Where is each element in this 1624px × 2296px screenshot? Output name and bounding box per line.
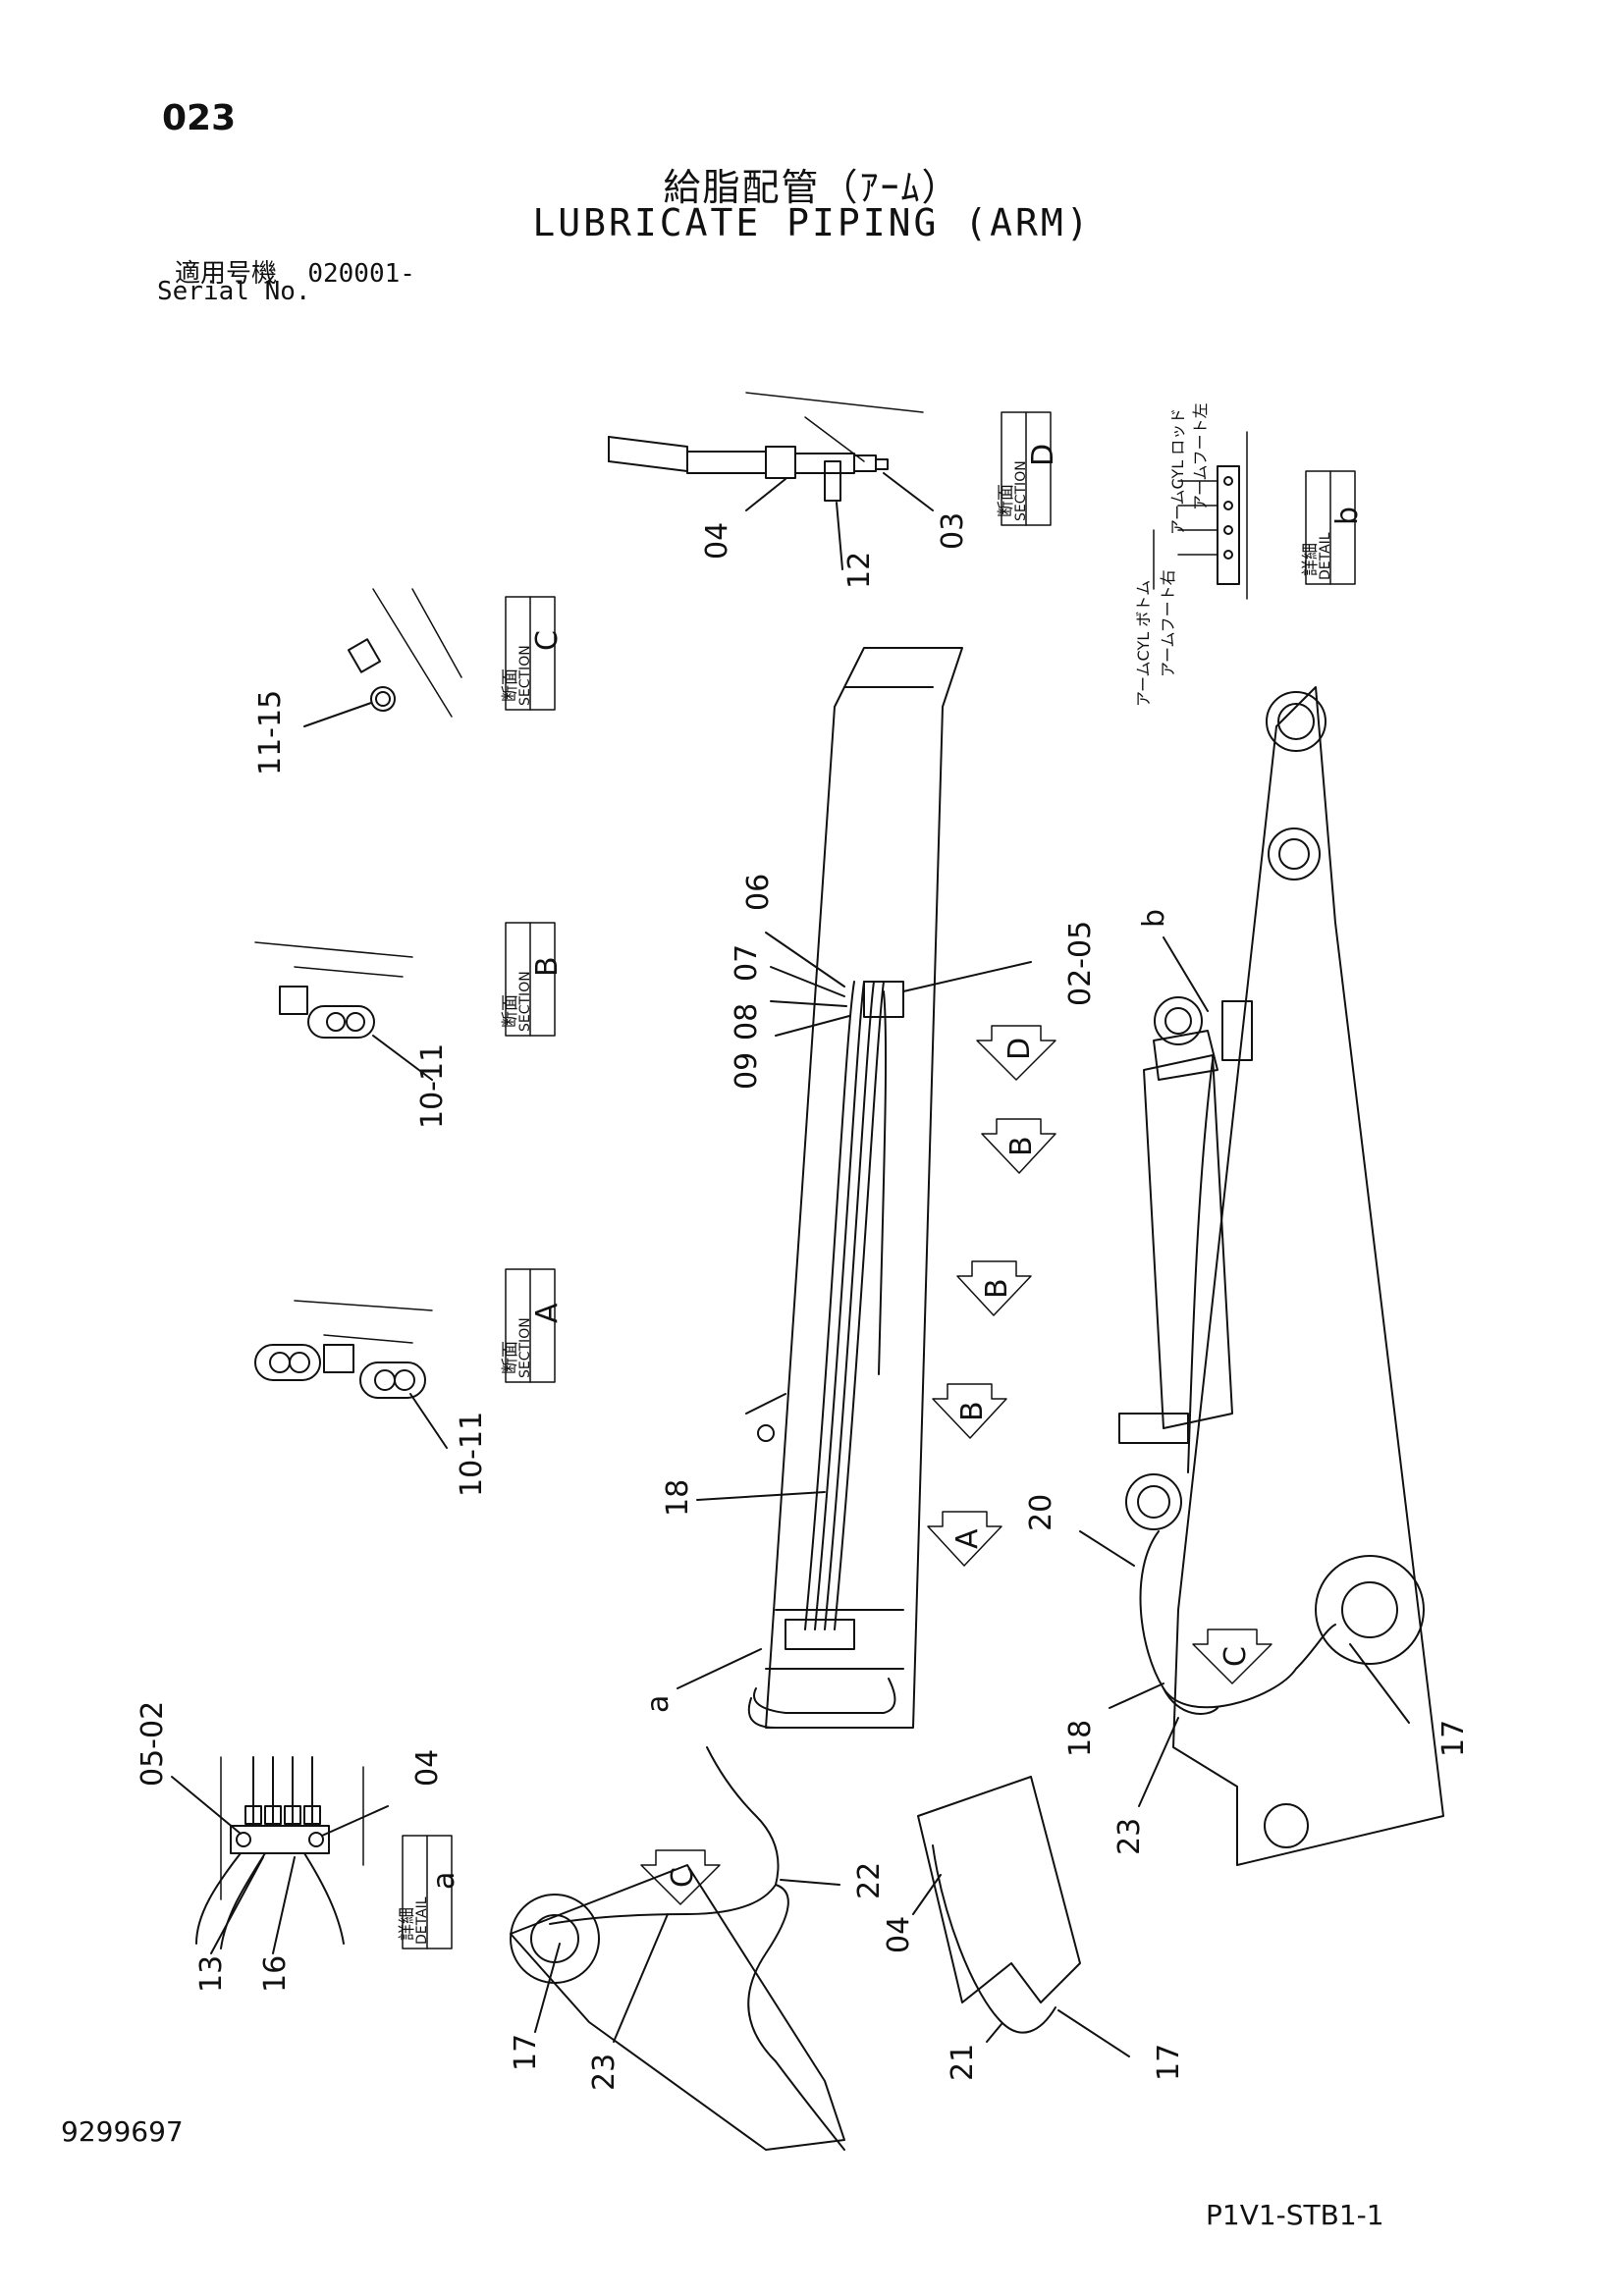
- arrow-b2-letter: B: [980, 1278, 1014, 1299]
- detail-a-letter: a: [427, 1872, 461, 1890]
- detail-a-en: DETAIL: [414, 1896, 430, 1945]
- detail-a-jp: 詳細: [398, 1907, 417, 1941]
- section-b-view: [254, 941, 433, 1081]
- view-labels: SECTION D 断面 SECTION C 断面 SECTION B 断面 S…: [398, 444, 1365, 1945]
- arrow-d-letter: D: [1002, 1038, 1037, 1060]
- serial-label-japanese: 適用号機 020001-: [175, 253, 415, 290]
- serial-label-jp: 適用号機: [175, 259, 278, 289]
- boom-assembly: [1079, 686, 1444, 1866]
- page-number: 023: [162, 98, 237, 138]
- page-code: P1V1-STB1-1: [1206, 2199, 1384, 2231]
- document-number: 9299697: [61, 2115, 184, 2148]
- detail-b-en: DETAIL: [1318, 532, 1333, 580]
- detail-b-labels: アームCYL ロッド アームフート左 アームCYL ボトム アームフート右: [1134, 402, 1210, 707]
- callout-boom-18: 18: [1063, 1720, 1098, 1757]
- bucket-view: [912, 1776, 1130, 2057]
- arrow-b1-letter: B: [1004, 1136, 1039, 1156]
- section-b-letter: B: [530, 956, 565, 977]
- arrow-b3-letter: B: [955, 1401, 990, 1421]
- label-arm-cyl-bottom: アームCYL ボトム: [1134, 580, 1153, 707]
- callout-bucket-21: 21: [946, 2044, 980, 2081]
- section-a-jp: 断面: [501, 1341, 520, 1374]
- callout-a-10-11: 10-11: [455, 1412, 489, 1497]
- arrow-c2-letter: C: [666, 1867, 700, 1888]
- callout-detail-a-13: 13: [194, 1955, 229, 1993]
- arrow-c1-letter: C: [1218, 1646, 1253, 1667]
- section-a-view: [254, 1300, 448, 1449]
- section-c-en: SECTION: [517, 645, 533, 706]
- title-japanese: 給脂配管（ｱｰﾑ）: [663, 166, 961, 209]
- callout-arm-a: a: [641, 1695, 676, 1713]
- bucket-link-view: [510, 1746, 845, 2151]
- callout-labels: 04 12 03 11-15 10-11 10-11 06 07 08 09 0…: [135, 512, 1471, 2091]
- detail-b-jp: 詳細: [1301, 543, 1321, 576]
- callout-c-11-15: 11-15: [253, 690, 288, 775]
- callout-bottom-17: 17: [509, 2034, 543, 2071]
- callout-arm-09: 09: [730, 1052, 764, 1090]
- view-boxes: [402, 411, 1356, 1949]
- arrow-a-letter: A: [950, 1528, 985, 1549]
- callout-d-12: 12: [842, 552, 877, 589]
- callout-d-03: 03: [936, 512, 970, 550]
- section-c-letter: C: [530, 630, 565, 651]
- title-english: LUBRICATE PIPING (ARM): [532, 201, 1092, 244]
- callout-detail-a-04: 04: [410, 1749, 445, 1787]
- section-c-jp: 断面: [501, 668, 520, 702]
- callout-bottom-23: 23: [587, 2054, 622, 2091]
- section-b-en: SECTION: [517, 971, 533, 1032]
- detail-a-view: [171, 1756, 389, 1954]
- detail-b-letter: b: [1330, 507, 1365, 525]
- callout-detail-a-05-02: 05-02: [135, 1701, 170, 1787]
- view-arrows: [640, 1025, 1272, 1905]
- section-d-letter: D: [1026, 444, 1060, 466]
- callout-boom-17: 17: [1436, 1720, 1471, 1757]
- callout-d-04: 04: [700, 522, 734, 560]
- section-d-en: SECTION: [1013, 460, 1029, 521]
- label-arm-foot-right: アームフート右: [1159, 569, 1177, 677]
- detail-b-view: [1153, 431, 1248, 600]
- section-b-jp: 断面: [501, 994, 520, 1028]
- callout-arm-18: 18: [661, 1479, 695, 1517]
- callout-boom-b: b: [1137, 909, 1171, 928]
- section-a-letter: A: [530, 1303, 565, 1323]
- view-arrow-letters: D B B B A C C: [666, 1038, 1253, 1888]
- label-arm-foot-left: アームフート左: [1191, 402, 1210, 510]
- label-arm-cyl-rod: アームCYL ロッド: [1168, 408, 1187, 535]
- arm-assembly: [677, 647, 1032, 1729]
- section-d-view: [608, 392, 934, 570]
- callout-arm-06: 06: [741, 874, 776, 911]
- callout-boom-20: 20: [1024, 1494, 1058, 1531]
- callout-bucket-04: 04: [882, 1916, 916, 1953]
- callout-boom-23: 23: [1112, 1818, 1147, 1855]
- section-d-jp: 断面: [997, 484, 1016, 517]
- serial-value: 020001-: [307, 259, 415, 289]
- callout-detail-a-16: 16: [258, 1955, 293, 1993]
- callout-arm-02-05: 02-05: [1063, 921, 1098, 1006]
- callout-bucket-17: 17: [1152, 2044, 1186, 2081]
- serial-label-english: Serial No.: [157, 277, 311, 306]
- callout-b-10-11: 10-11: [415, 1043, 450, 1129]
- callout-bottom-22: 22: [852, 1862, 887, 1899]
- section-a-en: SECTION: [517, 1317, 533, 1378]
- callout-arm-07: 07: [730, 944, 764, 982]
- callout-arm-08: 08: [730, 1003, 764, 1041]
- section-c-view: [303, 588, 462, 727]
